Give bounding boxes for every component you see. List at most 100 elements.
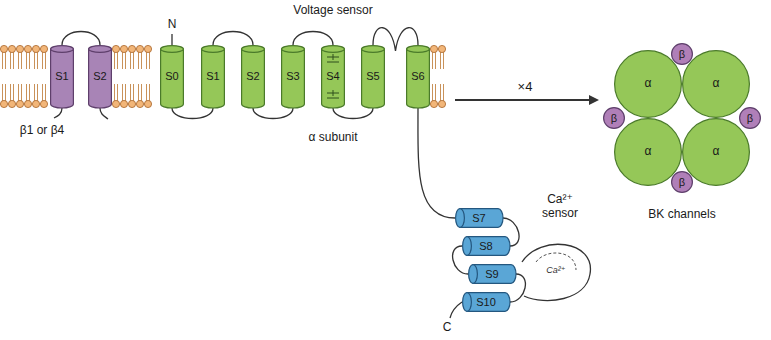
helix-label: S3 bbox=[286, 70, 299, 82]
lipid-head bbox=[430, 45, 437, 52]
beta-n-tail bbox=[54, 108, 62, 118]
peptide-loop bbox=[293, 32, 333, 46]
lipid-head bbox=[0, 45, 7, 52]
lipid-head bbox=[120, 45, 127, 52]
charge-mark bbox=[333, 54, 334, 60]
text-label: ×4 bbox=[518, 80, 533, 95]
n-terminus-line bbox=[171, 34, 172, 45]
helix-node: S6 bbox=[406, 45, 430, 108]
helix-cap bbox=[469, 265, 478, 284]
charge-mark bbox=[327, 98, 339, 99]
subunit-node: β bbox=[603, 107, 625, 129]
subunit-circle bbox=[683, 119, 750, 186]
subunit-node: α bbox=[614, 118, 682, 186]
lipid-head bbox=[24, 100, 31, 107]
helix-body bbox=[467, 237, 510, 256]
helix-cap bbox=[282, 46, 305, 53]
helix-body bbox=[242, 49, 265, 108]
helix-cap bbox=[407, 46, 430, 53]
helix-label: S1 bbox=[55, 70, 68, 82]
lipid-head bbox=[40, 100, 47, 107]
c-terminus-line bbox=[450, 302, 462, 318]
charge-mark bbox=[327, 62, 339, 63]
lipid-head bbox=[16, 100, 23, 107]
helix-node: S1 bbox=[50, 45, 74, 108]
lipid-head bbox=[32, 100, 39, 107]
helix-label: S6 bbox=[411, 70, 424, 82]
helix-cap bbox=[242, 46, 265, 53]
subunit-node: α bbox=[614, 50, 682, 118]
subunit-circle bbox=[672, 44, 693, 65]
lipid-head bbox=[128, 100, 135, 107]
text-label: Voltage sensor bbox=[293, 4, 372, 18]
text-label: Ca²⁺ sensor bbox=[532, 193, 588, 221]
tetramer-arrow bbox=[455, 99, 597, 101]
helix-cap bbox=[202, 46, 225, 53]
helix-body bbox=[467, 293, 510, 312]
helix-label: α bbox=[713, 77, 720, 90]
helix-body bbox=[282, 49, 305, 108]
helix-body bbox=[89, 49, 112, 108]
helix-cap bbox=[161, 46, 184, 53]
text-label: α subunit bbox=[309, 131, 358, 145]
subunit-node: β bbox=[671, 43, 693, 65]
helix-node: S7 bbox=[455, 208, 503, 228]
helix-node: S1 bbox=[201, 45, 225, 108]
helix-node: S2 bbox=[88, 45, 112, 108]
helix-cap bbox=[463, 237, 472, 256]
helix-label: S5 bbox=[366, 70, 379, 82]
helix-label: α bbox=[645, 145, 652, 158]
helix-body bbox=[362, 49, 385, 108]
text-label: N bbox=[168, 18, 177, 32]
helix-node: S2 bbox=[241, 45, 265, 108]
helix-node: S3 bbox=[281, 45, 305, 108]
lipid-head bbox=[144, 100, 151, 107]
peptide-loop bbox=[253, 108, 293, 119]
helix-body bbox=[407, 49, 430, 108]
beta-c-tail bbox=[100, 108, 108, 119]
lipid-head bbox=[136, 45, 143, 52]
helix-body bbox=[322, 49, 345, 108]
lipid-head bbox=[8, 100, 15, 107]
subunit-circle bbox=[615, 51, 682, 118]
peptide-loop bbox=[62, 32, 100, 46]
helix-cap bbox=[89, 46, 112, 53]
lipid-head bbox=[40, 45, 47, 52]
lipid-head bbox=[144, 45, 151, 52]
lipid-head bbox=[438, 100, 445, 107]
subunit-node: α bbox=[682, 118, 750, 186]
lipid-head bbox=[32, 45, 39, 52]
subunit-circle bbox=[740, 108, 761, 129]
helix-label: α bbox=[713, 145, 720, 158]
peptide-loop bbox=[213, 32, 253, 46]
charge-mark bbox=[333, 90, 334, 96]
helix-cap bbox=[456, 209, 465, 228]
helix-label: β bbox=[679, 176, 685, 188]
lipid-head bbox=[16, 45, 23, 52]
helix-label: S0 bbox=[165, 70, 178, 82]
helix-label: S10 bbox=[476, 296, 496, 308]
lipid-head bbox=[8, 45, 15, 52]
helix-body bbox=[460, 209, 503, 228]
subunit-circle bbox=[672, 172, 693, 193]
lipid-head bbox=[430, 100, 437, 107]
helix-label: S7 bbox=[472, 212, 485, 224]
peptide-loop bbox=[333, 108, 373, 119]
text-label: BK channels bbox=[648, 208, 715, 222]
peptide-loop bbox=[172, 108, 213, 119]
lipid-head bbox=[24, 45, 31, 52]
lipid-head bbox=[120, 100, 127, 107]
helix-label: β bbox=[679, 48, 685, 60]
helix-label: S8 bbox=[479, 240, 492, 252]
helix-body bbox=[161, 49, 184, 108]
subunit-circle bbox=[604, 108, 625, 129]
helix-node: S0 bbox=[160, 45, 184, 108]
helix-label: S9 bbox=[485, 268, 498, 280]
helix-label: β bbox=[747, 112, 753, 124]
text-label: Ca²⁺ bbox=[546, 265, 565, 275]
helix-label: β bbox=[611, 112, 617, 124]
helix-label: S4 bbox=[326, 70, 339, 82]
helix-label: S2 bbox=[246, 70, 259, 82]
subunit-node: β bbox=[739, 107, 761, 129]
